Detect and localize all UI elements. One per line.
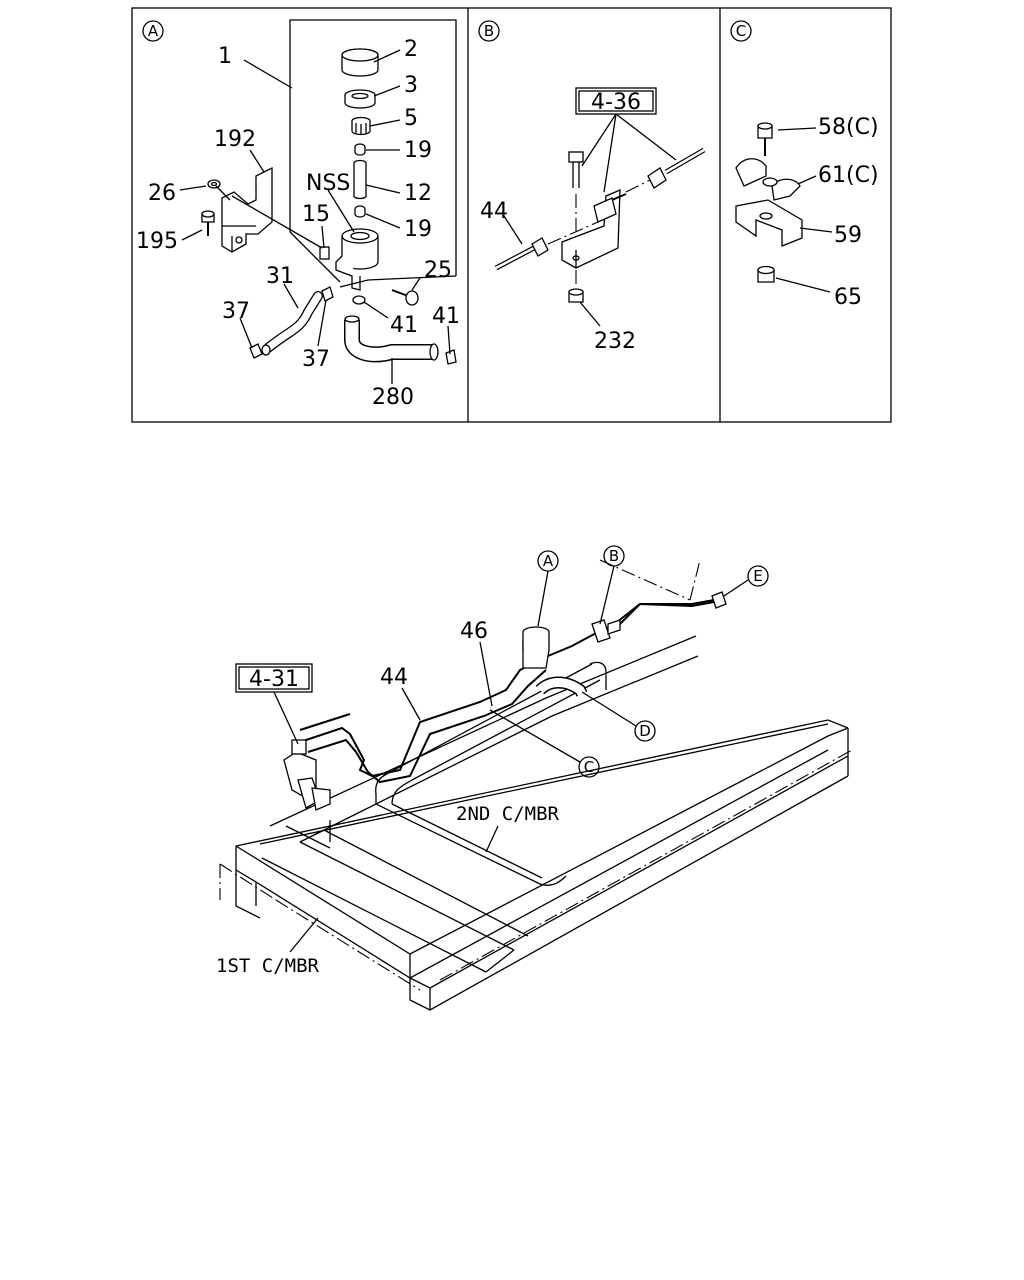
label-4-31: 4-31 (249, 667, 299, 692)
crossmember-2nd-shape (375, 661, 607, 886)
bracket-b (561, 188, 627, 269)
strainer (351, 116, 371, 136)
bolt-195 (201, 210, 215, 236)
clamp-41b (445, 349, 457, 365)
nut-232 (568, 270, 584, 303)
label-2: 2 (404, 37, 418, 62)
label-232: 232 (594, 329, 636, 354)
panel-c-badge-circle (730, 20, 752, 42)
callout-e: E (723, 565, 769, 597)
panel-c: C 58(C) 61(C) 59 65 (730, 20, 879, 310)
main-illustration: 4-31 A B E D C 44 46 (216, 545, 853, 1011)
panel-b-badge: B (484, 22, 494, 40)
label-58c: 58(C) (818, 115, 879, 140)
label-31: 31 (266, 264, 294, 289)
label-37-left: 37 (222, 299, 250, 324)
label-59: 59 (834, 223, 862, 248)
label-41-right: 41 (432, 304, 460, 329)
bolt-b (568, 151, 584, 236)
panel-b-badge-circle (478, 20, 500, 42)
svg-text:C: C (584, 758, 594, 776)
label-nss: NSS (306, 171, 350, 196)
bolt-58 (757, 122, 773, 156)
reservoir-body (335, 228, 379, 291)
label-25: 25 (424, 258, 452, 283)
crossmember-1st-shape (261, 829, 529, 973)
reservoir-cap (341, 48, 379, 77)
valve-assembly-4-31 (283, 739, 331, 811)
label-44-main: 44 (380, 665, 408, 690)
label-4-36: 4-36 (591, 90, 641, 115)
clip-15 (319, 246, 330, 260)
callout-d: D (581, 691, 656, 742)
brake-pipes (299, 599, 715, 784)
label-192: 192 (214, 127, 256, 152)
clamp-61 (735, 158, 801, 201)
hose-31 (261, 291, 323, 356)
label-195: 195 (136, 229, 178, 254)
label-19-lower: 19 (404, 217, 432, 242)
frame-rail (219, 559, 853, 1011)
clamp-41a (352, 295, 366, 305)
reservoir-main (522, 626, 588, 697)
label-37-right: 37 (302, 347, 330, 372)
frame-rail-rear (269, 635, 699, 849)
label-1: 1 (218, 44, 232, 69)
pipe-12 (353, 159, 367, 200)
label-5: 5 (404, 106, 418, 131)
callout-a: A (537, 550, 559, 627)
label-280: 280 (372, 385, 414, 410)
seal-ring-lower (354, 205, 366, 218)
panel-a-badge: A (148, 22, 159, 40)
label-2nd-crossmember: 2ND C/MBR (456, 803, 560, 825)
clamp-37b (321, 286, 334, 302)
seal-ring-upper (354, 143, 366, 156)
fitting-b-right (625, 147, 706, 193)
label-12: 12 (404, 181, 432, 206)
panel-a: A (136, 19, 460, 410)
label-19-upper: 19 (404, 138, 432, 163)
label-65: 65 (834, 285, 862, 310)
label-3: 3 (404, 73, 418, 98)
panel-a-badge-circle (142, 20, 164, 42)
callout-b: B (599, 545, 625, 625)
clamp-37a (249, 343, 263, 359)
label-1st-crossmember: 1ST C/MBR (216, 955, 320, 977)
bracket-192 (221, 166, 273, 253)
hose-280 (344, 315, 439, 363)
connection-b-fitting (591, 619, 621, 643)
bracket-59 (735, 199, 803, 247)
cap-gasket (344, 89, 376, 109)
nut-26 (207, 179, 221, 189)
hose-44-b (494, 221, 599, 271)
nut-65 (757, 265, 775, 283)
label-15: 15 (302, 202, 330, 227)
label-61c: 61(C) (818, 163, 879, 188)
svg-text:D: D (639, 722, 651, 740)
panel-c-badge: C (736, 22, 746, 40)
top-frame (131, 7, 892, 423)
panel-b: B 4-36 (478, 20, 706, 354)
svg-text:B: B (609, 547, 619, 565)
line-to-e (619, 591, 727, 625)
svg-text:A: A (543, 552, 554, 570)
label-46-main: 46 (460, 619, 488, 644)
label-41-center: 41 (390, 313, 418, 338)
label-26: 26 (148, 181, 176, 206)
label-44-b: 44 (480, 199, 508, 224)
callout-c: C (489, 709, 600, 778)
svg-text:E: E (753, 567, 762, 585)
bolt-25 (391, 289, 419, 306)
